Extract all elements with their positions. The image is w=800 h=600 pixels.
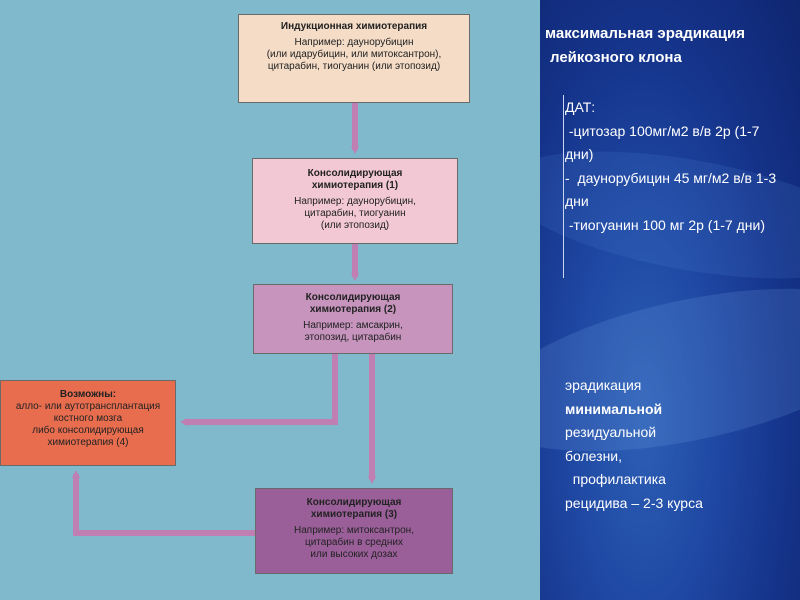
text-panel	[540, 0, 800, 600]
possible-title: Возможны:	[59, 389, 117, 400]
dat-line: ДАТ:	[565, 99, 596, 115]
erad-line: профилактика	[565, 471, 666, 487]
induction-line: (или идарубицин, или митоксантрон),	[266, 49, 442, 60]
dat-line: -тиогуанин 100 мг 2р (1-7 дни)	[565, 216, 765, 233]
consolidation1-title: Консолидирующая	[307, 168, 403, 179]
dat-line: -цитозар 100мг/м2 в/в 2р (1-7 дни)	[565, 122, 764, 163]
consolidation1-title: химиотерапия (1)	[311, 180, 399, 191]
consolidation2-line: этопозид, цитарабин	[304, 332, 402, 343]
erad-line: минимальной	[565, 400, 663, 417]
consolidation1-line: (или этопозид)	[320, 220, 390, 231]
consolidation2-box: Консолидирующая химиотерапия (2) Наприме…	[253, 284, 453, 354]
possible-line: либо консолидирующая	[32, 425, 144, 436]
consolidation1-line: Например: даунорубицин,	[294, 196, 416, 207]
panel-title: максимальная эрадикация лейкозного клона	[545, 22, 745, 70]
consolidation3-title: химиотерапия (3)	[310, 509, 398, 520]
erad-line: резидуальной	[565, 424, 657, 440]
consolidation3-line: Например: митоксантрон,	[294, 525, 414, 536]
consolidation2-title: Консолидирующая	[305, 292, 401, 303]
consolidation1-box: Консолидирующая химиотерапия (1) Наприме…	[252, 158, 458, 244]
induction-line: цитарабин, тиогуанин (или этопозид)	[267, 61, 441, 72]
possible-box: Возможны: алло- или аутотрансплантация к…	[0, 380, 176, 466]
possible-line: алло- или аутотрансплантация	[15, 401, 161, 412]
induction-line: Например: даунорубицин	[294, 37, 414, 48]
dat-regimen: ДАТ: -цитозар 100мг/м2 в/в 2р (1-7 дни) …	[565, 96, 785, 237]
erad-line: болезни,	[565, 447, 623, 464]
induction-box: Индукционная химиотерапия Например: даун…	[238, 14, 470, 103]
possible-line: костного мозга	[53, 413, 123, 424]
consolidation3-line: цитарабин в средних	[304, 537, 404, 548]
consolidation1-line: цитарабин, тиогуанин	[304, 208, 406, 219]
panel-title-line: лейкозного клона	[550, 49, 682, 66]
dat-line: - даунорубицин 45 мг/м2 в/в 1-3 дни	[565, 169, 781, 210]
eradication-text: эрадикация минимальной резидуальной боле…	[565, 374, 790, 515]
consolidation3-title: Консолидирующая	[306, 497, 402, 508]
consolidation3-line: или высоких дозах	[310, 549, 398, 560]
consolidation2-title: химиотерапия (2)	[309, 304, 397, 315]
arrows-layer	[72, 103, 376, 536]
erad-line: рецидива – 2-3 курса	[565, 494, 703, 511]
panel-title-line: максимальная эрадикация	[545, 25, 746, 42]
divider-line	[563, 95, 564, 278]
possible-line: химиотерапия (4)	[47, 437, 129, 448]
erad-line: эрадикация	[565, 377, 642, 393]
induction-title: Индукционная химиотерапия	[280, 21, 428, 32]
consolidation2-line: Например: амсакрин,	[303, 320, 403, 331]
flowchart-panel: Индукционная химиотерапия Например: даун…	[0, 0, 540, 600]
consolidation3-box: Консолидирующая химиотерапия (3) Наприме…	[255, 488, 453, 574]
